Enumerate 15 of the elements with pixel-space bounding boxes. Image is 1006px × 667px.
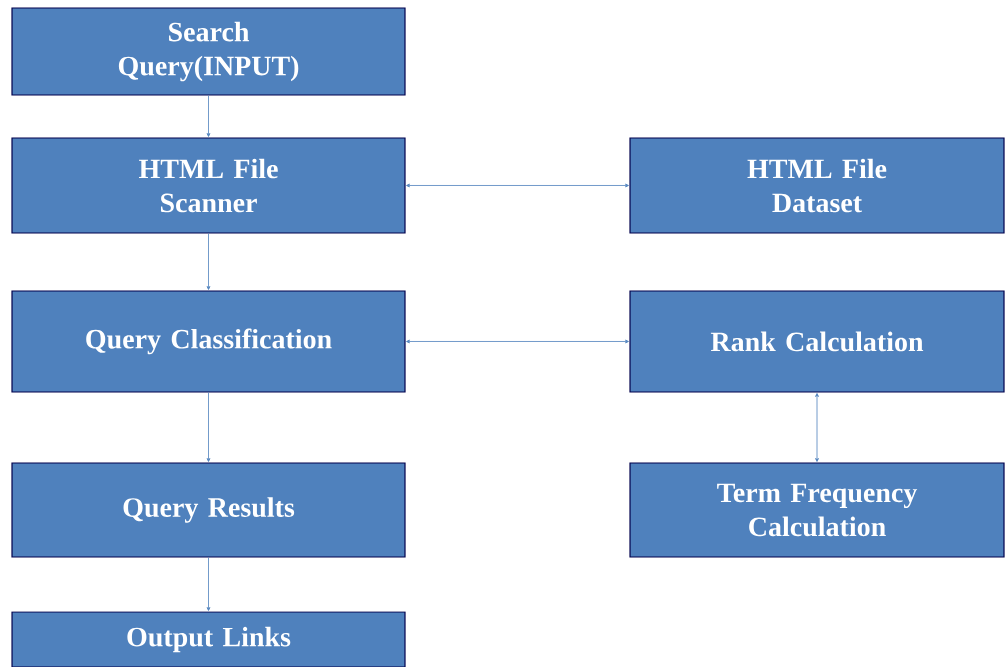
process-box: Search Query(INPUT) (11, 7, 406, 96)
process-box: Rank Calculation (629, 290, 1005, 393)
arrow (815, 393, 819, 462)
arrow (406, 183, 629, 188)
arrow (206, 557, 211, 611)
arrow (406, 339, 629, 344)
process-box: Term Frequency Calculation (629, 462, 1005, 558)
process-box: Output Links (11, 611, 406, 667)
arrow (206, 392, 211, 462)
arrow (206, 233, 211, 290)
arrow (206, 95, 211, 137)
process-box: Query Classification (11, 290, 406, 393)
process-box: HTML File Scanner (11, 137, 406, 234)
process-box: HTML File Dataset (629, 137, 1005, 234)
process-box: Query Results (11, 462, 406, 558)
